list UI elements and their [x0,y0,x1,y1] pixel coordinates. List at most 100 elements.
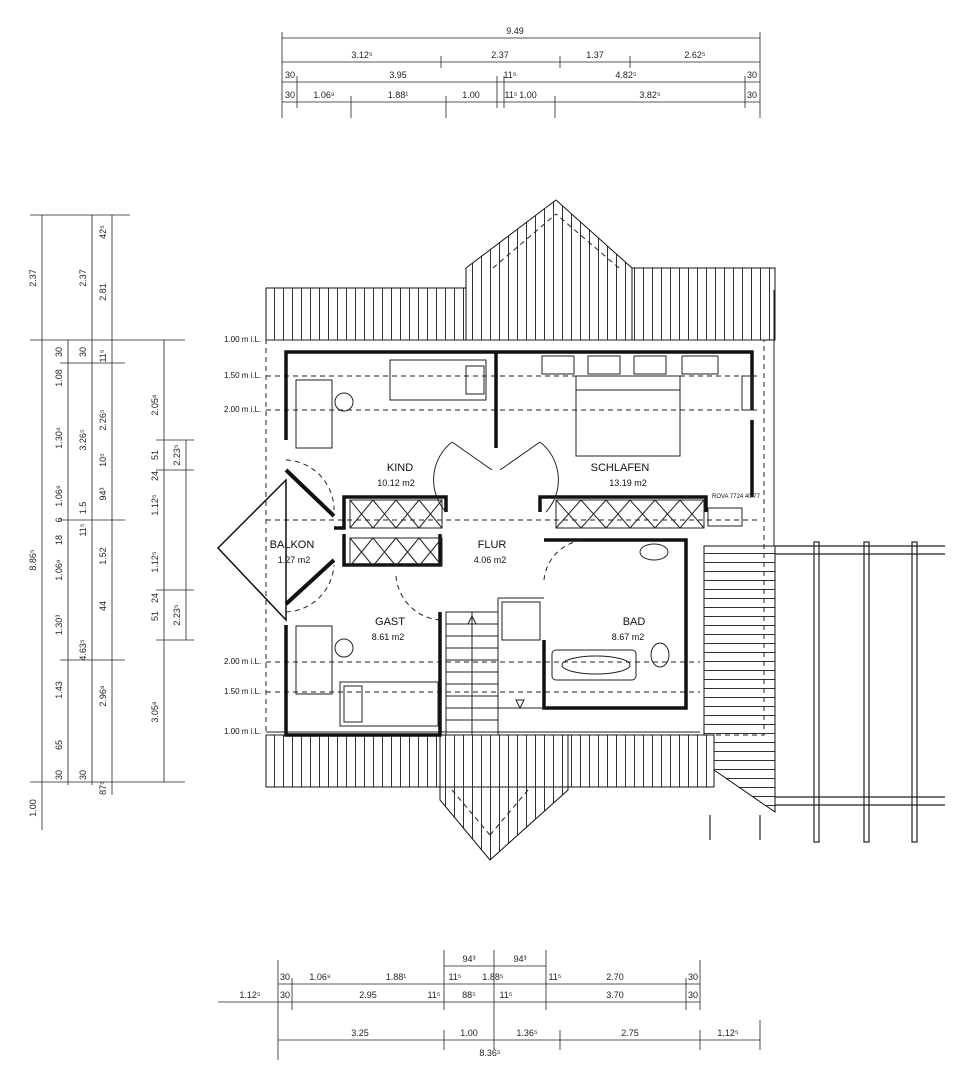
height-label-bot-1: 1.50 m i.L. [224,687,261,696]
dim-left-c2-10: 30 [54,770,64,780]
dim-top-r3-3: 1.00 [462,90,480,100]
dim-left-c2-9: 65 [54,740,64,750]
room-area-kind: 10.12 m2 [377,478,415,488]
dim-left-c4-8: 2.96⁸ [98,685,108,707]
dim-bot-r3-1: 30 [280,990,290,1000]
dim-left-c2-2: 1.30⁴ [54,427,64,449]
dim-top-r2-2: 11⁵ [503,70,516,80]
doors [395,441,587,621]
dim-top-r3-4: 11⁵ [504,90,517,100]
dim-bot-r3-6: 3.70 [606,990,624,1000]
chair-kind [334,392,354,412]
height-label-top-2: 2.00 m i.L. [224,405,261,414]
dim-top-r3-1: 1.06⁹ [313,90,335,100]
balcony-door-upper [285,459,335,511]
room-area-balkon: 1.27 m2 [278,555,311,565]
bed-schlafen [575,375,681,457]
dim-left-c2-6: 1.06⁹ [54,559,64,581]
dim-top-r3-7: 30 [747,90,757,100]
dim-top-r3-2: 1.88¹ [388,90,409,100]
dim-left-c4-3: 2.26⁵ [98,409,108,431]
dim-left-c3-1: 30 [78,347,88,357]
dim-left-c5-1: 51 [150,450,160,460]
dim-bot-r4-0: 3.25 [351,1028,369,1038]
room-name-kind: KIND [387,462,413,474]
wardrobe-kind [349,499,443,529]
dim-left-c6-1: 2.23⁵ [172,604,182,626]
pergola [709,541,945,843]
dim-bot-r2-7: 30 [688,972,698,982]
dim-top-r1-2: 1.37 [586,50,604,60]
dim-bot-r4-2: 1.36⁵ [516,1028,538,1038]
dim-bot-r2-1: 1.06⁹ [309,972,331,982]
sink [639,543,669,561]
dim-left-c1-1: 8.86⁵ [28,549,38,571]
dim-left-c2-5: 18 [54,535,64,545]
dim-left-c3-2: 3.26⁵ [78,429,88,451]
dim-top-r3-5: 1.00 [519,90,537,100]
height-label-top-1: 1.50 m i.L. [224,371,261,380]
bed-kind [389,359,487,401]
dim-bot-r3-3: 11⁵ [427,990,440,1000]
bed-gast [339,681,439,727]
dim-left-c5-0: 2.05⁸ [150,394,160,416]
dimensions-top [281,32,761,118]
dim-bot-r2-6: 2.70 [606,972,624,982]
dim-left-c5-7: 3.05⁸ [150,701,160,723]
dimensions-bottom [218,950,761,1060]
height-label-bot-2: 1.00 m i.L. [224,727,261,736]
window-label: ROVA 7724 40/77 [712,494,761,500]
dim-left-c3-5: 4.63⁵ [78,639,88,661]
dim-left-c3-6: 30 [78,770,88,780]
dim-bot-r2-4: 1.88⁵ [482,972,504,982]
dim-bot-r3-5: 11⁵ [499,990,512,1000]
dim-left-c1-0: 2.37 [28,269,38,287]
stairs [445,611,525,736]
dim-left-c2-7: 1.30³ [54,615,64,636]
dim-left-c2-3: 1.06⁹ [54,485,64,507]
dim-left-c2-4: 6 [54,517,64,522]
dimensions-left [30,214,194,830]
dim-left-c5-3: 1.12⁵ [150,494,160,516]
chair-gast [334,638,354,658]
dim-bot-r4-4: 1.12⁵ [717,1028,739,1038]
room-name-balkon: BALKON [270,539,315,551]
dim-bot-r3-2: 2.95 [359,990,377,1000]
room-name-gast: GAST [375,616,405,628]
dim-top-r2-4: 30 [747,70,757,80]
room-name-flur: FLUR [478,539,507,551]
dim-left-c3-4: 11⁵ [78,523,88,536]
dim-left-c4-0: 42⁵ [98,225,108,239]
dim-bot-r4-1: 1.00 [460,1028,478,1038]
room-area-bad: 8.67 m2 [612,632,645,642]
room-area-schlafen: 13.19 m2 [609,478,647,488]
dim-left-c2-1: 1.08 [54,369,64,387]
dim-left-c2-0: 30 [54,347,64,357]
wardrobe-schlafen [555,499,705,529]
dim-left-c4-5: 94³ [98,487,108,500]
roof-outline [265,339,765,736]
dim-top-r1-0: 3.12⁵ [351,50,373,60]
dim-top-r2-0: 30 [285,70,295,80]
dim-bot-r2-3: 11⁵ [448,972,461,982]
dim-left-c5-6: 51 [150,611,160,621]
dim-bot-r1-1: 94³ [513,954,526,964]
dim-left-c4-6: 1.52 [98,547,108,565]
room-area-flur: 4.06 m2 [474,555,507,565]
height-label-bot-0: 2.00 m i.L. [224,657,261,666]
height-label-top-0: 1.00 m i.L. [224,335,261,344]
furniture [295,355,753,727]
dim-left-c3-0: 2.37 [78,269,88,287]
dim-bot-r2-0: 30 [280,972,290,982]
dim-top-r3-6: 3.82⁵ [639,90,661,100]
desk-kind [295,379,333,449]
dim-left-c4-4: 10⁵ [98,453,108,467]
shower [501,601,541,641]
dim-top-r1-1: 2.37 [491,50,509,60]
dim-top-r2-3: 4.82⁵ [615,70,637,80]
room-name-schlafen: SCHLAFEN [591,462,650,474]
dim-bot-r2-5: 11⁵ [548,972,561,982]
dim-left-c5-5: 24 [150,593,160,603]
